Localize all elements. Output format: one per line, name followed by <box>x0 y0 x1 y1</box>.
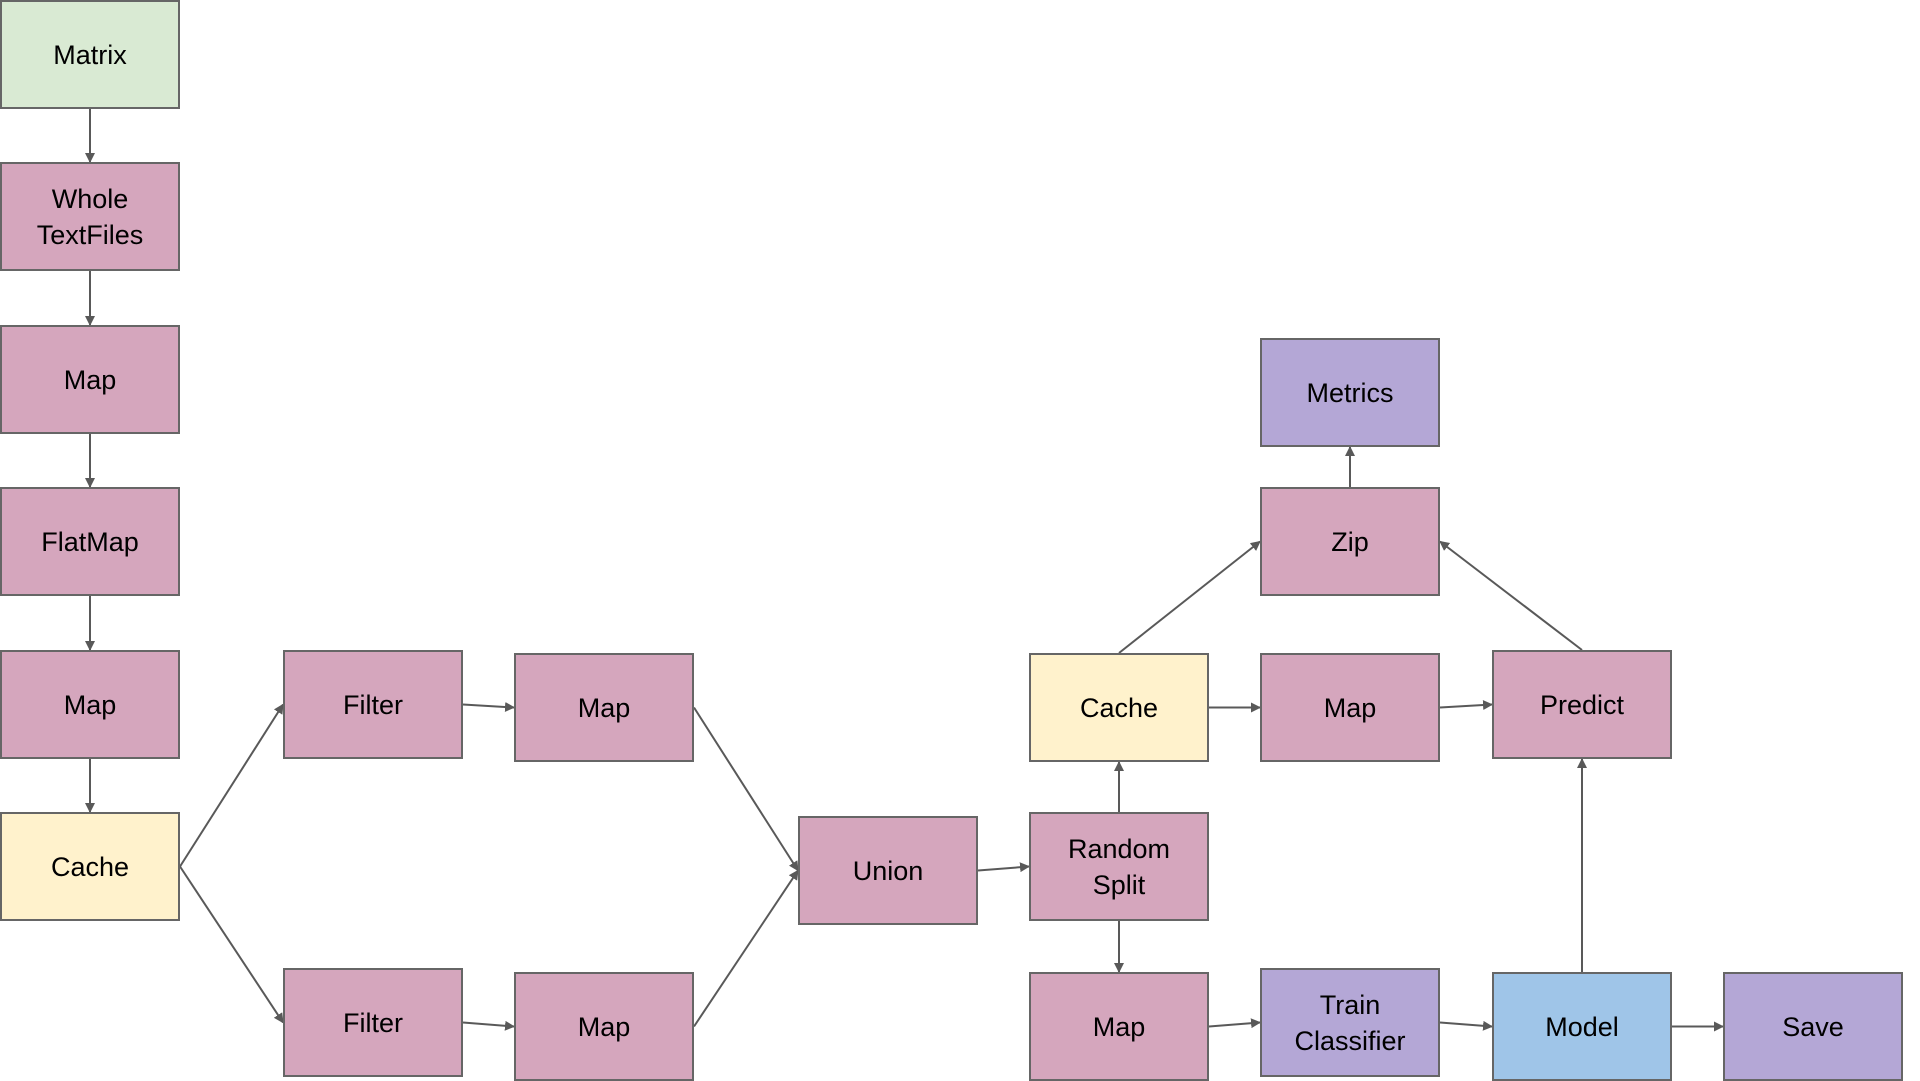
node-label: Map <box>1323 692 1377 723</box>
node-label: Metrics <box>1306 377 1394 408</box>
edge-cache-2-to-zip <box>1118 540 1261 654</box>
node-predict[interactable]: Predict <box>1492 650 1672 759</box>
node-random-split[interactable]: Random Split <box>1029 812 1209 921</box>
node-label: Zip <box>1331 526 1369 557</box>
node-filter-1[interactable]: Filter <box>283 650 463 759</box>
node-label: Map <box>577 692 631 723</box>
edge-filter-2-to-map-4 <box>462 1020 515 1031</box>
edge-map-5-to-train-classifier <box>1208 1018 1261 1029</box>
node-label: Map <box>577 1011 631 1042</box>
edge-map-4-to-union <box>693 869 799 1028</box>
node-wholetextfiles[interactable]: Whole TextFiles <box>0 162 180 271</box>
node-map-6[interactable]: Map <box>1260 653 1440 762</box>
node-save[interactable]: Save <box>1723 972 1903 1081</box>
node-zip[interactable]: Zip <box>1260 487 1440 596</box>
node-label: Matrix <box>53 39 127 70</box>
edge-map-3-to-union <box>693 706 799 872</box>
node-model[interactable]: Model <box>1492 972 1672 1081</box>
node-label: Predict <box>1539 689 1625 720</box>
node-flatmap[interactable]: FlatMap <box>0 487 180 596</box>
edge-cache-1-to-filter-2 <box>179 865 284 1024</box>
node-label: FlatMap <box>41 526 139 557</box>
node-label: Map <box>63 364 117 395</box>
node-union[interactable]: Union <box>798 816 978 925</box>
edge-cache-1-to-filter-1 <box>179 703 284 868</box>
edge-train-classifier-to-model <box>1439 1020 1493 1031</box>
node-label: Model <box>1545 1011 1619 1042</box>
node-label: Random Split <box>1067 833 1171 900</box>
node-map-5[interactable]: Map <box>1029 972 1209 1081</box>
node-label: Union <box>852 855 924 886</box>
node-label: Filter <box>343 1007 403 1038</box>
node-label: Train Classifier <box>1294 989 1406 1056</box>
node-map-2[interactable]: Map <box>0 650 180 759</box>
node-cache-1[interactable]: Cache <box>0 812 180 921</box>
node-label: Map <box>1092 1011 1146 1042</box>
edge-filter-1-to-map-3 <box>462 701 515 712</box>
node-cache-2[interactable]: Cache <box>1029 653 1209 762</box>
node-train-classifier[interactable]: Train Classifier <box>1260 968 1440 1077</box>
edge-predict-to-zip <box>1439 540 1583 651</box>
edge-map-6-to-predict <box>1439 700 1493 711</box>
node-map-1[interactable]: Map <box>0 325 180 434</box>
node-map-4[interactable]: Map <box>514 972 694 1081</box>
edge-union-to-random-split <box>977 862 1030 873</box>
node-label: Cache <box>50 851 130 882</box>
node-label: Map <box>63 689 117 720</box>
node-label: Cache <box>1079 692 1159 723</box>
node-matrix[interactable]: Matrix <box>0 0 180 109</box>
node-label: Save <box>1782 1011 1844 1042</box>
node-label: Filter <box>343 689 403 720</box>
node-metrics[interactable]: Metrics <box>1260 338 1440 447</box>
node-map-3[interactable]: Map <box>514 653 694 762</box>
node-filter-2[interactable]: Filter <box>283 968 463 1077</box>
node-label: Whole TextFiles <box>36 183 144 250</box>
